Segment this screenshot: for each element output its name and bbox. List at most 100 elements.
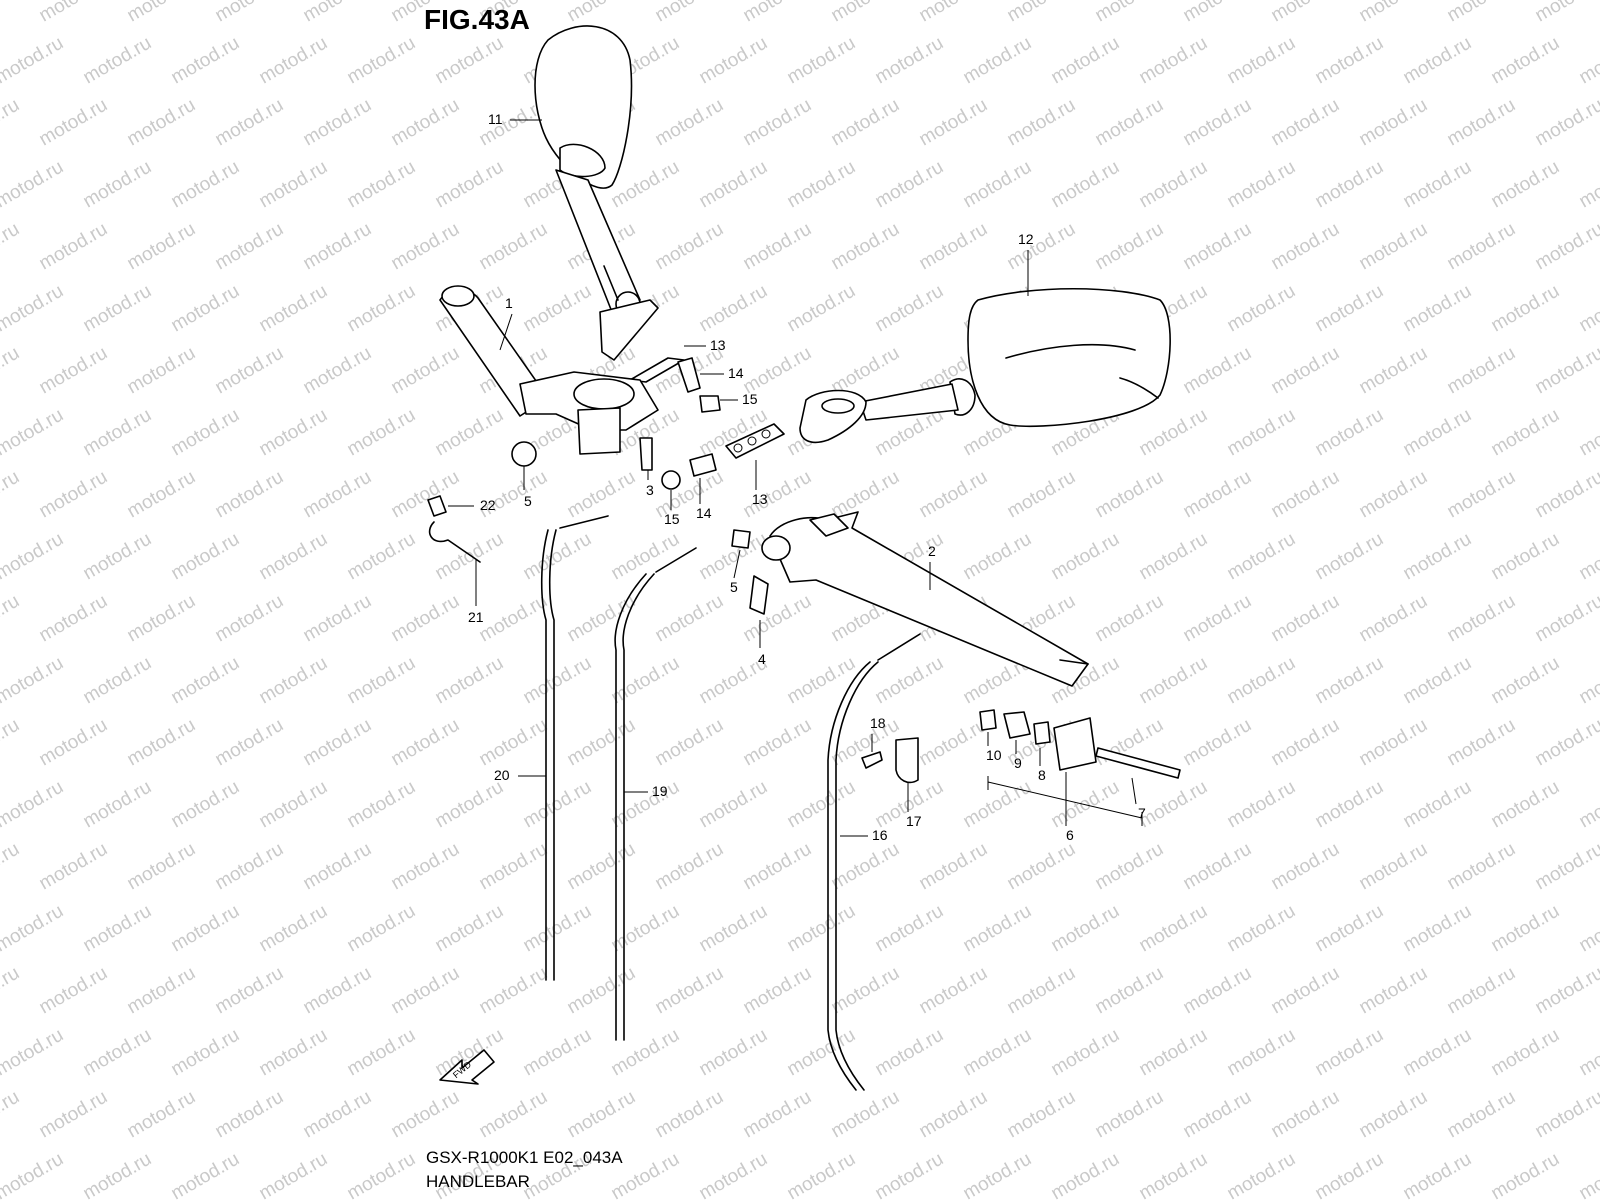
- watermark-text: motod.ru: [1400, 1025, 1475, 1081]
- watermark-text: motod.ru: [168, 1149, 243, 1200]
- watermark-text: motod.ru: [1268, 0, 1343, 26]
- figure-title: FIG.43A: [424, 4, 530, 35]
- watermark-text: motod.ru: [652, 219, 727, 275]
- watermark-text: motod.ru: [1268, 95, 1343, 151]
- part-callout-c22: 22: [480, 497, 496, 513]
- watermark-text: motod.ru: [872, 1149, 947, 1200]
- part-callout-c15b: 15: [664, 511, 680, 527]
- watermark-text: motod.ru: [872, 33, 947, 89]
- watermark-text: motod.ru: [1488, 1149, 1563, 1200]
- watermark-text: motod.ru: [1268, 219, 1343, 275]
- leader-line-c5b: [733, 549, 741, 579]
- watermark-text: motod.ru: [1532, 839, 1600, 895]
- watermark-text: motod.ru: [960, 901, 1035, 957]
- part-callout-c18: 18: [870, 715, 886, 731]
- watermark-text: motod.ru: [564, 839, 639, 895]
- watermark-text: motod.ru: [1444, 963, 1519, 1019]
- watermark-text: motod.ru: [36, 963, 111, 1019]
- watermark-text: motod.ru: [1004, 1087, 1079, 1143]
- watermark-text: motod.ru: [256, 405, 331, 461]
- left-handlebar: [439, 285, 659, 455]
- part-callout-c21: 21: [468, 609, 484, 625]
- watermark-text: motod.ru: [1224, 1149, 1299, 1200]
- watermark-text: motod.ru: [36, 343, 111, 399]
- watermark-text: motod.ru: [828, 0, 903, 26]
- watermark-text: motod.ru: [36, 95, 111, 151]
- part-callout-c13a: 13: [710, 337, 726, 353]
- watermark-text: motod.ru: [1180, 343, 1255, 399]
- watermark-text: motod.ru: [0, 0, 23, 26]
- watermark-text: motod.ru: [300, 0, 375, 26]
- watermark-text: motod.ru: [520, 281, 595, 337]
- watermark-text: motod.ru: [212, 839, 287, 895]
- watermark-text: motod.ru: [1400, 1149, 1475, 1200]
- watermark-text: motod.ru: [1136, 1025, 1211, 1081]
- watermark-text: motod.ru: [1532, 591, 1600, 647]
- watermark-text: motod.ru: [300, 343, 375, 399]
- watermark-text: motod.ru: [1136, 529, 1211, 585]
- part-callout-c17: 17: [906, 813, 922, 829]
- watermark-text: motod.ru: [1356, 343, 1431, 399]
- watermark-text: motod.ru: [388, 219, 463, 275]
- watermark-text: motod.ru: [1532, 715, 1600, 771]
- watermark-text: motod.ru: [1356, 95, 1431, 151]
- watermark-text: motod.ru: [212, 95, 287, 151]
- part-callout-c6: 6: [1066, 827, 1074, 843]
- watermark-text: motod.ru: [872, 157, 947, 213]
- watermark-text: motod.ru: [1576, 901, 1600, 957]
- watermark-text: motod.ru: [0, 1025, 67, 1081]
- watermark-text: motod.ru: [784, 1025, 859, 1081]
- watermark-text: motod.ru: [960, 1149, 1035, 1200]
- watermark-text: motod.ru: [872, 1025, 947, 1081]
- watermark-text: motod.ru: [1136, 653, 1211, 709]
- watermark-text: motod.ru: [1444, 1087, 1519, 1143]
- watermark-text: motod.ru: [1180, 591, 1255, 647]
- watermark-text: motod.ru: [1268, 963, 1343, 1019]
- watermark-text: motod.ru: [388, 839, 463, 895]
- watermark-text: motod.ru: [1136, 1149, 1211, 1200]
- part-callout-c9: 9: [1014, 755, 1022, 771]
- watermark-text: motod.ru: [1444, 591, 1519, 647]
- watermark-text: motod.ru: [344, 1025, 419, 1081]
- watermark-text: motod.ru: [784, 901, 859, 957]
- watermark-text: motod.ru: [1400, 653, 1475, 709]
- watermark-text: motod.ru: [1488, 901, 1563, 957]
- watermark-text: motod.ru: [476, 591, 551, 647]
- watermark-text: motod.ru: [1136, 157, 1211, 213]
- watermark-text: motod.ru: [0, 467, 23, 523]
- watermark-text: motod.ru: [0, 591, 23, 647]
- watermark-text: motod.ru: [784, 1149, 859, 1200]
- watermark-text: motod.ru: [124, 591, 199, 647]
- watermark-text: motod.ru: [1312, 1025, 1387, 1081]
- watermark-text: motod.ru: [256, 1025, 331, 1081]
- bar-end-bracket: [987, 776, 1143, 826]
- watermark-text: motod.ru: [168, 405, 243, 461]
- watermark-text: motod.ru: [1268, 715, 1343, 771]
- watermark-text: motod.ru: [36, 1087, 111, 1143]
- watermark-text: motod.ru: [168, 157, 243, 213]
- leader-line-c7: [1131, 777, 1137, 805]
- watermark-text: motod.ru: [960, 777, 1035, 833]
- part-callout-c16: 16: [872, 827, 888, 843]
- watermark-text: motod.ru: [520, 777, 595, 833]
- part-callout-c5a: 5: [524, 493, 532, 509]
- watermark-text: motod.ru: [476, 1087, 551, 1143]
- watermark-text: motod.ru: [1092, 95, 1167, 151]
- watermark-text: motod.ru: [784, 777, 859, 833]
- watermark-text: motod.ru: [36, 219, 111, 275]
- watermark-text: motod.ru: [344, 901, 419, 957]
- watermark-text: motod.ru: [564, 1087, 639, 1143]
- watermark-text: motod.ru: [168, 777, 243, 833]
- watermark-text: motod.ru: [0, 901, 67, 957]
- watermark-text: motod.ru: [1224, 1025, 1299, 1081]
- watermark-text: motod.ru: [124, 0, 199, 26]
- watermark-text: motod.ru: [344, 33, 419, 89]
- watermark-text: motod.ru: [432, 529, 507, 585]
- watermark-text: motod.ru: [1312, 529, 1387, 585]
- watermark-text: motod.ru: [0, 715, 23, 771]
- watermark-text: motod.ru: [828, 467, 903, 523]
- watermark-text: motod.ru: [1488, 33, 1563, 89]
- part-callout-c20: 20: [494, 767, 510, 783]
- watermark-text: motod.ru: [36, 467, 111, 523]
